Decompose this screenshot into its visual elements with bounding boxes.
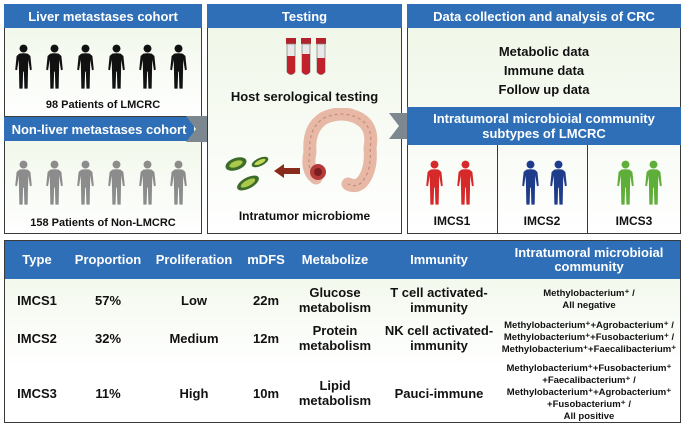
cell-line: Methylobacterium⁺+Faecalibacterium⁺ [501, 344, 677, 355]
test-tubes-icon [286, 38, 326, 75]
subtypes-title: Intratumoral microbioial community subty… [407, 107, 681, 145]
cell-line: Methylobacterium⁺+Fusobacterium⁺ / [503, 332, 675, 343]
cell-line: Lipid [319, 378, 351, 393]
person-icon [169, 160, 188, 206]
cell-line: All positive [563, 411, 615, 422]
header-metabolize: Metabolize [301, 252, 369, 267]
cell-community: Methylobacterium⁺+Fusobacterium⁺ +Faecal… [499, 362, 679, 424]
person-icon [14, 160, 33, 206]
bacteria-icon [225, 156, 269, 191]
arrow-left-icon [274, 164, 300, 178]
table-header-row: Type Proportion Proliferation mDFS Metab… [5, 241, 680, 279]
person-icon [169, 44, 188, 90]
follow-up-data-item: Follow up data [498, 82, 590, 97]
cell-line: Methylobacterium⁺+Agrobacterium⁺ / [504, 320, 674, 331]
person-icon [107, 44, 126, 90]
cell-proportion: 57% [94, 292, 122, 308]
header-immunity: Immunity [410, 252, 468, 267]
person-icon [549, 160, 568, 206]
cell-type: IMCS1 [17, 292, 57, 308]
cell-line: Glucose [309, 285, 361, 300]
metabolic-data-item: Metabolic data [498, 44, 590, 59]
cell-immunity: T cell activated- immunity [379, 281, 499, 319]
header-proportion: Proportion [74, 252, 142, 267]
nonliver-patient-figures [14, 160, 194, 208]
cell-community: Methylobacterium⁺ / All negative [499, 281, 679, 319]
person-icon [76, 44, 95, 90]
cell-immunity: Pauci-immune [394, 385, 484, 401]
person-icon [425, 160, 444, 206]
nonliver-patient-count: 158 Patients of Non-LMCRC [30, 217, 176, 229]
cell-line: NK cell activated- [384, 323, 494, 338]
liver-cohort-title: Liver metastases cohort [4, 4, 202, 28]
person-icon [14, 44, 33, 90]
cell-line: T cell activated- [390, 285, 488, 300]
person-icon [521, 160, 540, 206]
data-collection-title: Data collection and analysis of CRC [407, 4, 681, 28]
nonliver-cohort-title: Non-liver metastases cohort [4, 117, 194, 141]
cell-proliferation: High [179, 385, 209, 401]
cell-metabolize: Glucose metabolism [291, 281, 379, 319]
person-icon [107, 160, 126, 206]
subtype-label-imcs2: IMCS2 [523, 214, 561, 228]
cell-mdfs: 22m [252, 292, 280, 308]
subtype-label-imcs3: IMCS3 [615, 214, 653, 228]
header-proliferation: Proliferation [155, 252, 233, 267]
cell-proliferation: Low [181, 292, 207, 308]
person-icon [456, 160, 475, 206]
cell-metabolize: Protein metabolism [291, 319, 379, 357]
person-icon [76, 160, 95, 206]
subtype-label-imcs1: IMCS1 [433, 214, 471, 228]
cell-line: immunity [410, 338, 468, 353]
testing-title: Testing [207, 4, 402, 28]
cell-line: +Fusobacterium⁺ / [547, 399, 631, 410]
header-community: Intratumoral microbioial community [514, 245, 664, 274]
subtype-divider [497, 145, 498, 234]
serological-testing-label: Host serological testing [230, 89, 379, 104]
cell-mdfs: 10m [252, 385, 280, 401]
cell-proportion: 32% [94, 330, 122, 346]
cell-line: +Faecalibacterium⁺ / [542, 375, 636, 386]
colon-icon [302, 108, 378, 193]
cell-immunity: NK cell activated- immunity [379, 319, 499, 357]
person-icon [616, 160, 635, 206]
cell-mdfs: 12m [252, 330, 280, 346]
header-mdfs: mDFS [247, 252, 285, 267]
person-icon [138, 44, 157, 90]
header-type: Type [22, 252, 52, 267]
cell-line: Methylobacterium⁺+Agrobacterium⁺ [506, 387, 672, 398]
cell-type: IMCS3 [17, 385, 57, 401]
liver-patient-figures [14, 44, 194, 92]
cell-proliferation: Medium [169, 330, 219, 346]
subtype-divider [587, 145, 588, 234]
cell-line: metabolism [298, 300, 372, 315]
cell-community: Methylobacterium⁺+Agrobacterium⁺ / Methy… [499, 318, 679, 358]
cell-line: Protein [312, 323, 358, 338]
cell-line: All negative [562, 300, 616, 311]
cell-line: metabolism [298, 393, 372, 408]
immune-data-item: Immune data [503, 63, 585, 78]
person-icon [45, 44, 64, 90]
liver-patient-count: 98 Patients of LMCRC [45, 99, 161, 111]
person-icon [45, 160, 64, 206]
cell-metabolize: Lipid metabolism [291, 374, 379, 412]
intratumor-microbiome-label: Intratumor microbiome [238, 209, 371, 223]
cell-line: Methylobacterium⁺ / [543, 288, 635, 299]
cell-proportion: 11% [95, 385, 121, 401]
subtype-table: Type Proportion Proliferation mDFS Metab… [4, 240, 681, 423]
cell-line: immunity [410, 300, 468, 315]
cell-line: metabolism [298, 338, 372, 353]
person-icon [644, 160, 663, 206]
cell-line: Methylobacterium⁺+Fusobacterium⁺ [506, 363, 672, 374]
person-icon [138, 160, 157, 206]
cell-type: IMCS2 [17, 330, 57, 346]
